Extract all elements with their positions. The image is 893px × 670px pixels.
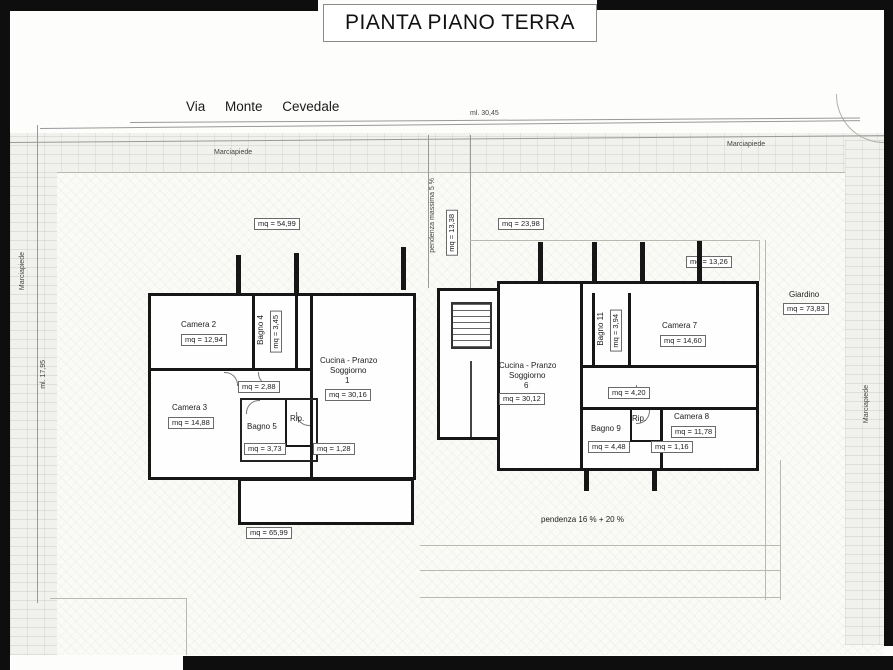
bagno5-label: Bagno 5 [247, 422, 277, 431]
camera2-area-box: mq = 12,94 [181, 334, 227, 346]
bagno9-label: Bagno 9 [591, 424, 621, 433]
bagno5-rip-block [240, 398, 318, 462]
sidewalk-label-right: Marciapiede [863, 385, 870, 424]
garden-label: Giardino [789, 290, 820, 299]
living6-label-line1: Cucina - Pranzo [499, 361, 557, 370]
frame-left [0, 0, 10, 670]
sidewalk-top-band [10, 133, 884, 173]
court-line-right-vert [759, 240, 760, 281]
driveway-slope-note: pendenza massima 5 % [429, 178, 436, 253]
stair-treads [451, 302, 492, 349]
front-court-left-area-box: mq = 54,99 [254, 218, 300, 230]
camera2-label: Camera 2 [181, 320, 217, 329]
back-step-vert [186, 598, 187, 655]
street-length-dim: ml. 30,45 [470, 110, 499, 117]
rip-right-label: Rip. [632, 414, 647, 423]
back-slope-note: pendenza 16 % + 20 % [541, 515, 624, 524]
wall-stub [652, 469, 657, 491]
side-court-area-box: mq = 13,26 [686, 256, 732, 268]
terrace-line-right-vert [780, 460, 781, 600]
driveway-area-box: mq = 13,38 [446, 210, 458, 256]
back-court-area-box: mq = 65,99 [246, 527, 292, 539]
rip-right-bottom-wall [630, 440, 660, 442]
bagno11-right-wall [628, 293, 631, 366]
rip-left-label: Rip. [290, 414, 305, 423]
rear-wing-outline [238, 478, 414, 525]
living1-area-box: mq = 30,16 [325, 389, 371, 401]
sidewalk-left-band [10, 173, 57, 655]
left-unit-living-wall [310, 296, 313, 477]
left-unit-cross-wall [151, 368, 313, 371]
frame-top-right [597, 0, 893, 10]
terrace-line-3 [420, 597, 780, 598]
frame-right [884, 0, 893, 646]
sidewalk-label-top-left: Marciapiede [214, 149, 253, 156]
bagno4-left-wall [252, 296, 255, 368]
terrace-line-2 [420, 570, 780, 571]
rip-left-area-box: mq = 1,28 [313, 443, 355, 455]
living6-label-line2: Soggiorno [509, 371, 546, 380]
left-depth-dim: ml. 17,95 [40, 360, 47, 389]
bagno4-right-wall [295, 296, 298, 368]
bagno11-left-wall [592, 293, 595, 366]
wall-stub [592, 242, 597, 283]
stair-block-outline [437, 288, 503, 440]
drawing-title: PIANTA PIANO TERRA [323, 4, 597, 42]
wall-stub [236, 255, 241, 295]
living1-label-line1: Cucina - Pranzo [320, 356, 378, 365]
right-hall-area-box: mq = 4,20 [608, 387, 650, 399]
sidewalk-label-left: Marciapiede [19, 252, 26, 291]
driveway-edge-left [428, 135, 429, 288]
left-hall-area-box: mq = 2,88 [238, 381, 280, 393]
camera3-label: Camera 3 [172, 403, 208, 412]
front-court-right-area-box: mq = 23,98 [498, 218, 544, 230]
garden-boundary [765, 240, 766, 600]
wall-stub [697, 241, 702, 283]
frame-top-left [0, 0, 318, 11]
wall-stub [401, 247, 406, 290]
street-name: Via Monte Cevedale [186, 99, 340, 114]
bagno11-area-box: mq = 3,94 [610, 310, 622, 352]
frame-bottom [183, 656, 893, 670]
camera7-label: Camera 7 [662, 321, 698, 330]
bagno11-label: Bagno 11 [596, 312, 605, 346]
bagno4-label: Bagno 4 [256, 315, 265, 345]
terrace-line-1 [420, 545, 780, 546]
left-property-line [37, 125, 38, 603]
living1-label-line2: Soggiorno [330, 366, 367, 375]
wall-stub [294, 253, 299, 295]
sidewalk-right-band [845, 140, 884, 645]
bagno5-area-box: mq = 3,73 [244, 443, 286, 455]
back-step-horiz [50, 598, 187, 599]
rip-bottom-wall [285, 445, 318, 447]
living1-number: 1 [345, 376, 350, 385]
rip-right-area-box: mq = 1,16 [651, 441, 693, 453]
living6-area-box: mq = 30,12 [499, 393, 545, 405]
stair-mid-wall [470, 361, 472, 437]
bagno4-area-box: mq = 3,45 [270, 311, 282, 353]
camera8-label: Camera 8 [674, 412, 710, 421]
camera7-area-box: mq = 14,60 [660, 335, 706, 347]
right-unit-living-wall [580, 284, 583, 468]
court-line-top-right [470, 240, 760, 241]
wall-stub [538, 242, 543, 283]
wall-stub [584, 469, 589, 491]
bagno9-area-box: mq = 4,48 [588, 441, 630, 453]
living6-number: 6 [524, 381, 529, 390]
rip-left-wall [285, 400, 287, 447]
wall-stub [640, 242, 645, 283]
property-front-line [57, 172, 845, 173]
camera3-area-box: mq = 14,88 [168, 417, 214, 429]
right-unit-outline [497, 281, 759, 471]
camera8-area-box: mq = 11,78 [671, 426, 717, 438]
sidewalk-label-top-right: Marciapiede [727, 141, 766, 148]
rip-right-left-wall [630, 407, 632, 440]
driveway-edge-right [470, 135, 471, 288]
right-unit-cross-wall-2 [580, 407, 756, 410]
garden-area-box: mq = 73,83 [783, 303, 829, 315]
camera8-left-wall [660, 407, 663, 468]
right-unit-cross-wall-1 [580, 365, 756, 368]
